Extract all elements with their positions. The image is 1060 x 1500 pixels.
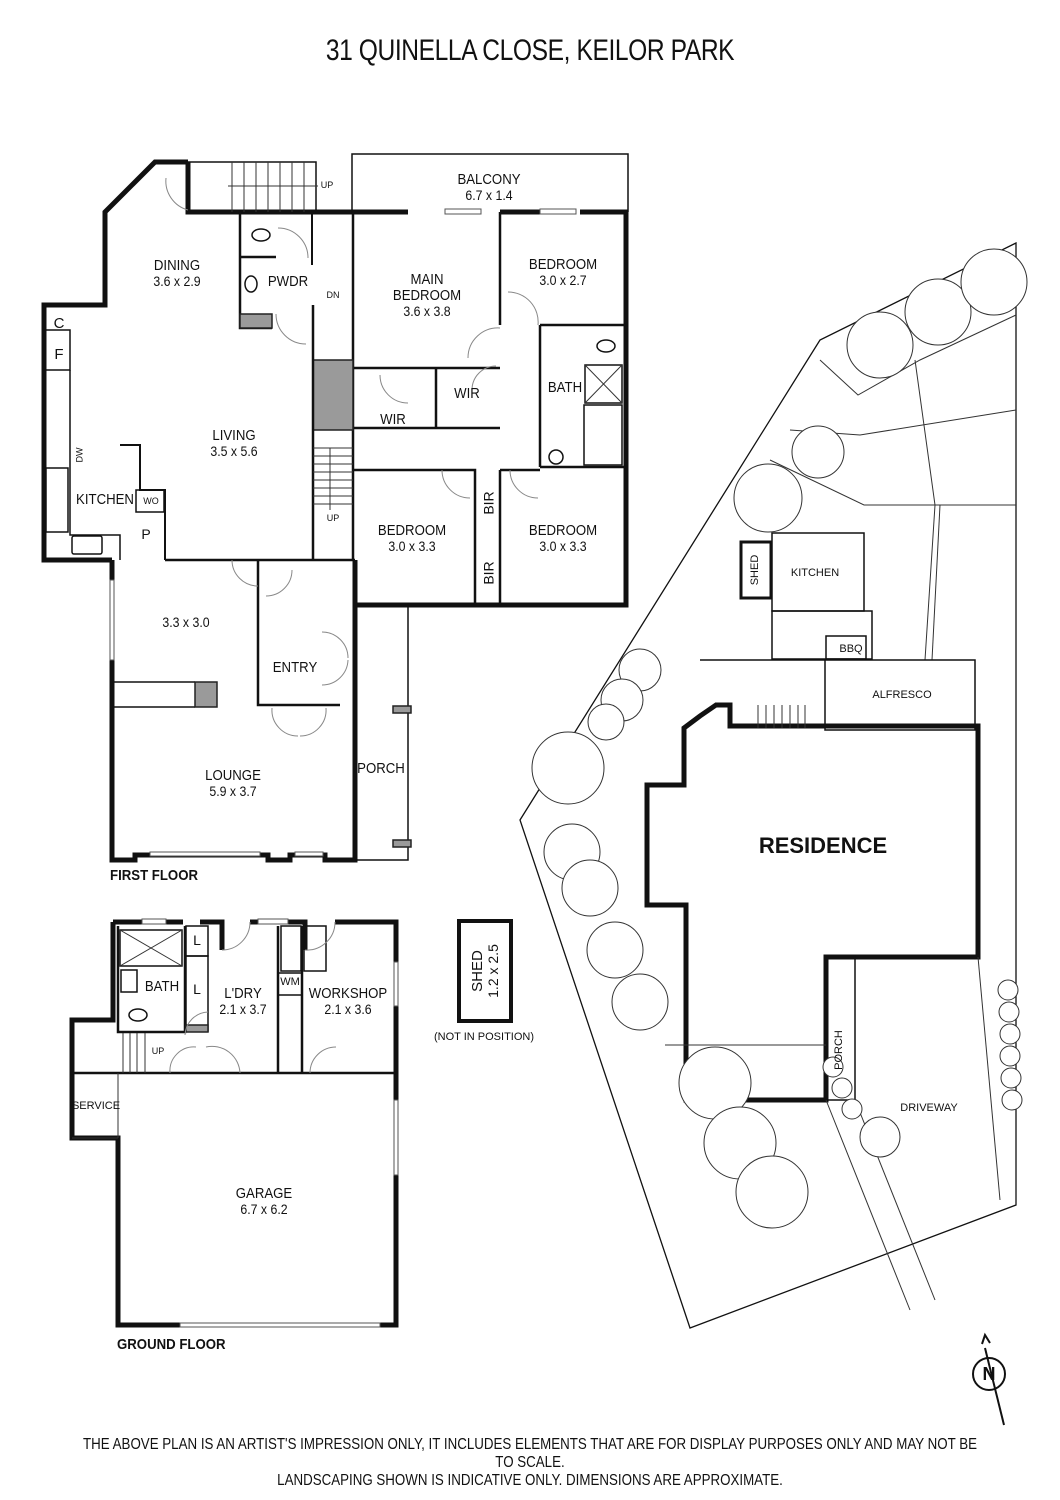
site-alfresco-label: ALFRESCO bbox=[872, 689, 932, 701]
shed-outline bbox=[457, 919, 513, 1023]
fixture-washing-machine: WM bbox=[280, 976, 300, 988]
site-plan bbox=[519, 241, 1028, 1329]
room-gf-bath: BATH bbox=[144, 978, 180, 995]
room-ldry: L'DRY 2.1 x 3.7 bbox=[219, 985, 267, 1017]
room-bedroom-ne: BEDROOM 3.0 x 2.7 bbox=[528, 256, 598, 288]
site-driveway-label: DRIVEWAY bbox=[900, 1102, 958, 1114]
stair-down-label: DN bbox=[326, 290, 340, 300]
fixture-linen-2: L bbox=[193, 981, 201, 997]
room-wir-2: WIR bbox=[454, 385, 480, 402]
ground-floor-label: GROUND FLOOR bbox=[117, 1336, 226, 1353]
gf-stair-up-label: UP bbox=[151, 1046, 165, 1056]
room-living: LIVING 3.5 x 5.6 bbox=[210, 427, 258, 459]
room-study-area: 3.3 x 3.0 bbox=[162, 614, 210, 630]
first-floor-walls bbox=[41, 153, 629, 863]
site-porch-label: PORCH bbox=[833, 1030, 846, 1070]
site-kitchen-label: KITCHEN bbox=[790, 567, 840, 579]
tree-icons bbox=[531, 248, 1028, 1229]
room-bedroom-sw: BEDROOM 3.0 x 3.3 bbox=[377, 522, 447, 554]
ground-floor-walls bbox=[69, 918, 399, 1328]
stair-up-label-top: UP bbox=[320, 180, 334, 190]
north-compass-icon: N bbox=[972, 1357, 1006, 1391]
page-title: 31 QUINELLA CLOSE, KEILOR PARK bbox=[325, 34, 735, 67]
room-garage: GARAGE 6.7 x 6.2 bbox=[235, 1185, 293, 1217]
room-balcony: BALCONY 6.7 x 1.4 bbox=[457, 171, 521, 203]
disclaimer: THE ABOVE PLAN IS AN ARTIST'S IMPRESSION… bbox=[83, 1436, 977, 1489]
room-bath: BATH bbox=[547, 379, 583, 396]
fixture-linen-1: L bbox=[193, 932, 201, 948]
room-porch: PORCH bbox=[357, 760, 405, 777]
room-pwdr: PWDR bbox=[267, 273, 309, 290]
site-shed-label: SHED bbox=[749, 554, 762, 586]
fixture-fridge: F bbox=[54, 346, 64, 363]
room-lounge: LOUNGE 5.9 x 3.7 bbox=[205, 767, 261, 799]
room-service: SERVICE bbox=[71, 1100, 121, 1112]
stair-up-label: UP bbox=[326, 513, 340, 523]
shed-note: (NOT IN POSITION) bbox=[433, 1031, 535, 1043]
fixture-dishwasher: DW bbox=[74, 447, 85, 463]
fixture-wall-oven: WO bbox=[143, 496, 159, 506]
fixture-pantry: P bbox=[141, 526, 151, 542]
room-bedroom-se: BEDROOM 3.0 x 3.3 bbox=[528, 522, 598, 554]
room-entry: ENTRY bbox=[272, 659, 318, 676]
fixture-cupboard: C bbox=[53, 315, 65, 332]
room-bir-2: BIR bbox=[480, 561, 497, 585]
room-bir-1: BIR bbox=[480, 491, 497, 515]
site-bbq-label: BBQ bbox=[839, 643, 863, 655]
room-main-bedroom: MAIN BEDROOM 3.6 x 3.8 bbox=[392, 271, 462, 319]
room-dining: DINING 3.6 x 2.9 bbox=[153, 257, 201, 289]
site-residence-label: RESIDENCE bbox=[758, 833, 888, 858]
room-kitchen: KITCHEN bbox=[76, 491, 134, 508]
room-workshop: WORKSHOP 2.1 x 3.6 bbox=[308, 985, 388, 1017]
shed-label: SHED 1.2 x 2.5 bbox=[468, 944, 501, 998]
first-floor-label: FIRST FLOOR bbox=[110, 867, 198, 884]
room-wir-1: WIR bbox=[380, 411, 406, 428]
